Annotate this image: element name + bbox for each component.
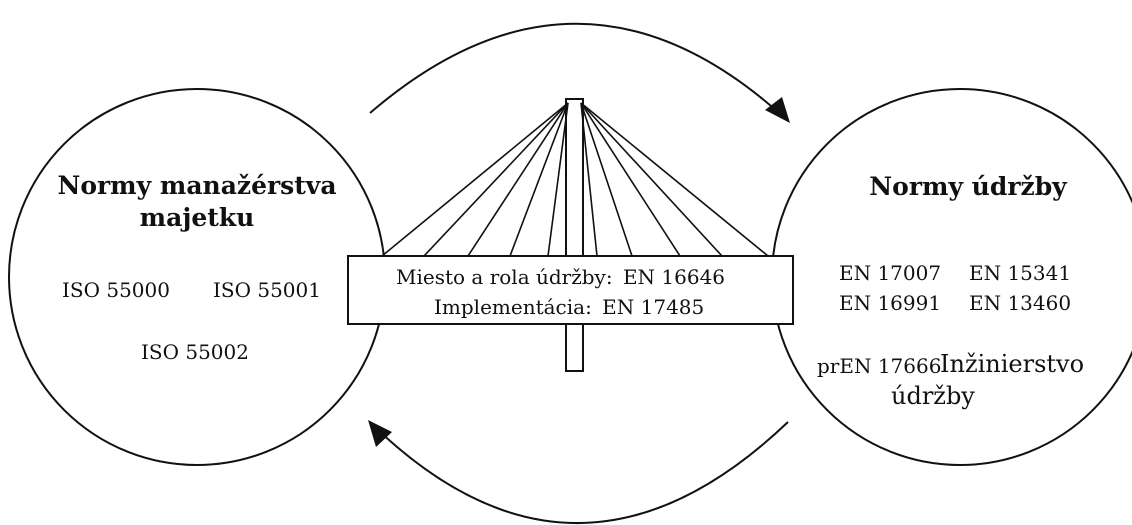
- asset-management-title-line2: majetku: [139, 203, 255, 232]
- maintenance-norms-title: Normy údržby: [869, 172, 1067, 201]
- asset-management-circle: [8, 88, 386, 466]
- deck-line2: Implementácia: EN 17485: [434, 297, 704, 317]
- norm-iso-55000: ISO 55000: [62, 278, 170, 302]
- deck-line1-label: Miesto a rola údržby:: [396, 265, 613, 289]
- pr-en-17666-code: prEN 17666: [817, 354, 942, 378]
- bridge-deck: [347, 255, 794, 325]
- norm-en-13460: EN 13460: [969, 291, 1072, 315]
- deck-line1: Miesto a rola údržby: EN 16646: [396, 267, 725, 287]
- norm-iso-55001: ISO 55001: [213, 278, 321, 302]
- norm-en-17007: EN 17007: [839, 261, 942, 285]
- norm-en-16991: EN 16991: [839, 291, 942, 315]
- arrow-return-icon: [377, 421, 789, 524]
- arrow-clockwise-head: [765, 97, 790, 123]
- norm-en-15341: EN 15341: [969, 261, 1072, 285]
- arrow-return-head: [368, 420, 392, 447]
- asset-management-title-line1: Normy manažérstva: [57, 171, 337, 200]
- deck-line2-norm: EN 17485: [602, 295, 705, 319]
- pr-en-17666-label-line1: Inžinierstvo: [940, 350, 1085, 378]
- deck-line2-label: Implementácia:: [434, 295, 592, 319]
- pr-en-17666-label-line2: údržby: [891, 382, 975, 410]
- norm-iso-55002: ISO 55002: [141, 340, 249, 364]
- bridge-cables: [381, 102, 769, 257]
- arrow-clockwise-icon: [369, 22, 779, 114]
- deck-line1-norm: EN 16646: [622, 265, 726, 289]
